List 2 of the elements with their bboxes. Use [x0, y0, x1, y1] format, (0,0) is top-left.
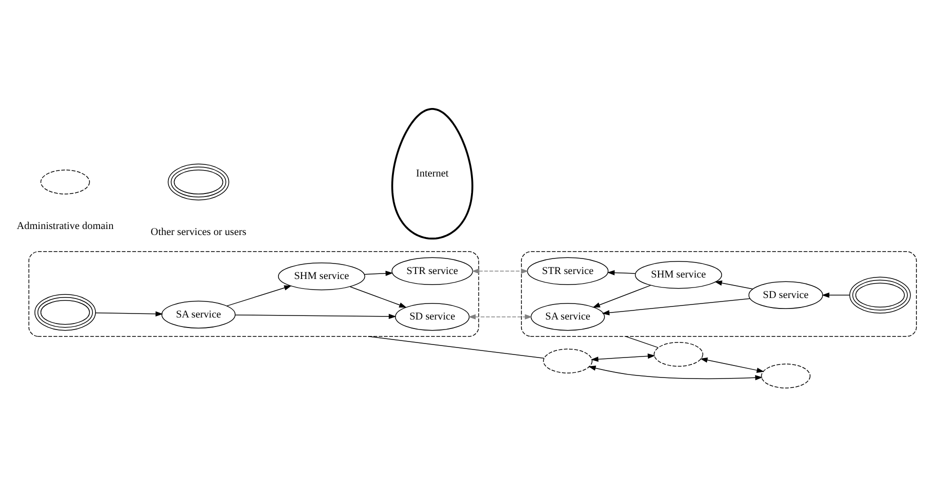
legend-label: Other services or users: [150, 226, 246, 238]
legend-label: Administrative domain: [16, 220, 114, 232]
